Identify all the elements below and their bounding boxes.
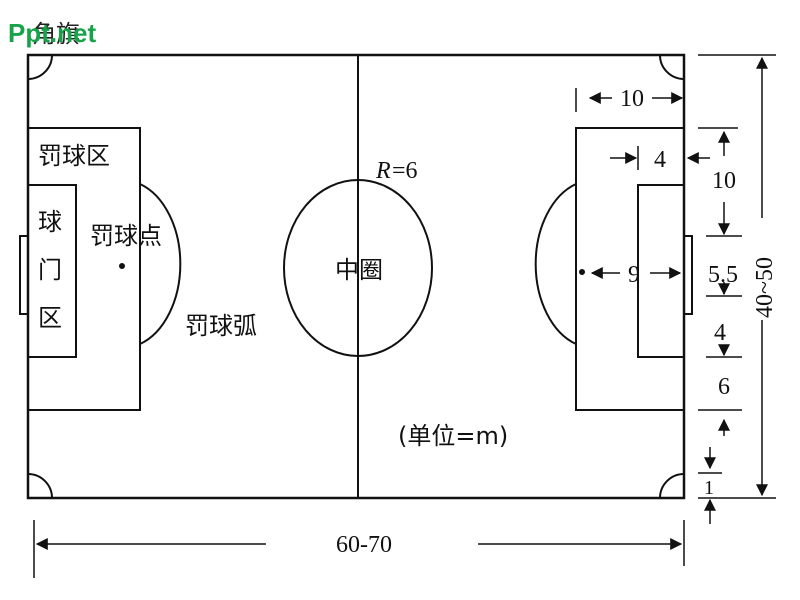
left-goal (19, 235, 29, 315)
right-dimension-chain (698, 127, 742, 524)
dim-right-6: 6 (718, 374, 730, 400)
dim-right-10: 10 (712, 168, 736, 194)
radius-value-label: =6 (392, 158, 418, 184)
dim-field-length: 60-70 (336, 532, 392, 558)
goal-area-label-1: 球 (38, 208, 62, 236)
goal-area-label-3: 区 (38, 304, 62, 332)
penalty-area-label: 罚球区 (38, 142, 110, 170)
corner-arc-bottom-left (27, 473, 53, 499)
center-circle (283, 179, 433, 357)
left-penalty-arc (139, 183, 182, 345)
unit-note: (单位=m) (398, 422, 508, 450)
corner-arc-top-left (27, 54, 53, 80)
dim-field-width: 40~50 (752, 257, 778, 318)
goal-area-label-2: 门 (38, 256, 62, 284)
dim-right-5-5: 5.5 (708, 262, 738, 288)
dim-goal-area-depth: 4 (654, 147, 666, 173)
right-penalty-arc (534, 183, 577, 345)
right-goal-area (637, 184, 685, 358)
corner-arc-top-right (659, 54, 685, 80)
radius-r-label: R (375, 158, 391, 184)
ppt-net-logo: Ppt.net (8, 18, 96, 48)
dim-penalty-depth: 10 (620, 86, 644, 112)
corner-flag-title: 角旗 (32, 20, 80, 48)
corner-arc-bottom-right (659, 473, 685, 499)
penalty-arc-label: 罚球弧 (185, 312, 257, 340)
dim-right-4: 4 (714, 320, 726, 346)
dim-right-1: 1 (704, 477, 714, 499)
right-penalty-spot (579, 269, 585, 275)
dim-penalty-spot-distance: 9 (628, 262, 640, 288)
penalty-spot-label: 罚球点 (90, 222, 162, 250)
right-goal (683, 235, 693, 315)
left-penalty-spot (119, 263, 125, 269)
center-circle-label: 中圈 (335, 256, 383, 284)
